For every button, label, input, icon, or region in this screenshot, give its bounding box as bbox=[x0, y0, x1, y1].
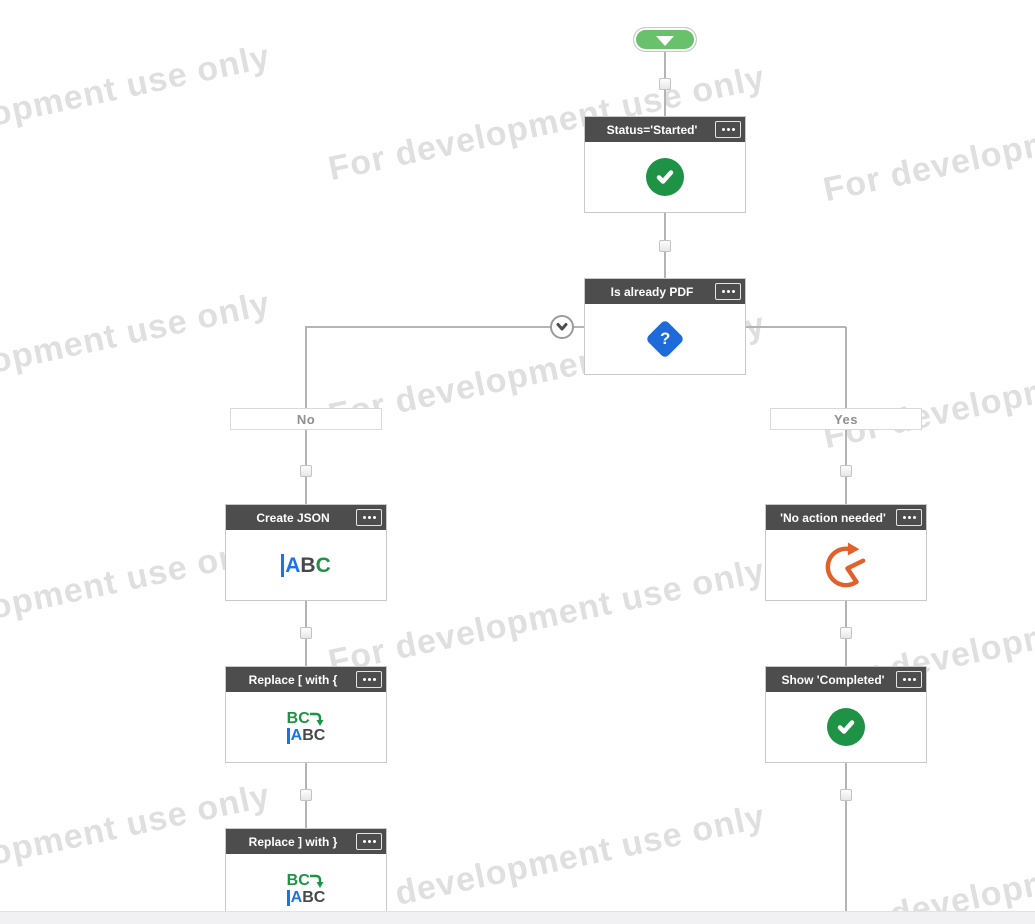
connector-handle[interactable] bbox=[659, 240, 671, 252]
connector-handle[interactable] bbox=[659, 78, 671, 90]
connector-handle[interactable] bbox=[840, 627, 852, 639]
activity-node-show-completed[interactable]: Show 'Completed' bbox=[765, 666, 927, 763]
node-header: Replace [ with { bbox=[226, 667, 386, 692]
watermark-text: For development use only bbox=[0, 284, 274, 414]
node-title: Replace ] with } bbox=[248, 834, 338, 849]
start-node[interactable] bbox=[633, 27, 697, 52]
more-options-button[interactable] bbox=[356, 671, 382, 688]
node-body: ? bbox=[585, 304, 745, 374]
check-circle-icon bbox=[827, 708, 865, 746]
connector bbox=[305, 326, 552, 328]
horizontal-scrollbar[interactable] bbox=[0, 911, 1035, 924]
node-header: Is already PDF bbox=[585, 279, 745, 304]
connector-handle[interactable] bbox=[300, 465, 312, 477]
node-header: Show 'Completed' bbox=[766, 667, 926, 692]
connector-handle[interactable] bbox=[300, 627, 312, 639]
activity-node-is-already-pdf[interactable]: Is already PDF ? bbox=[584, 278, 746, 375]
node-title: Is already PDF bbox=[610, 284, 694, 299]
text-cursor-icon bbox=[281, 553, 285, 577]
retry-icon bbox=[825, 542, 866, 588]
activity-node-status-started[interactable]: Status='Started' bbox=[584, 116, 746, 213]
node-header: 'No action needed' bbox=[766, 505, 926, 530]
node-title: Create JSON bbox=[256, 510, 330, 525]
watermark-text: For development use only bbox=[325, 797, 769, 924]
curve-down-arrow-icon bbox=[309, 712, 324, 726]
watermark-text: For development use only bbox=[820, 79, 1035, 210]
more-options-button[interactable] bbox=[896, 671, 922, 688]
more-options-button[interactable] bbox=[896, 509, 922, 526]
node-title: Status='Started' bbox=[606, 122, 698, 137]
node-header: Status='Started' bbox=[585, 117, 745, 142]
text-cursor-icon bbox=[286, 889, 290, 906]
question-diamond-icon: ? bbox=[645, 319, 685, 359]
more-options-button[interactable] bbox=[715, 283, 741, 300]
connector-handle[interactable] bbox=[840, 789, 852, 801]
more-options-button[interactable] bbox=[356, 509, 382, 526]
node-body bbox=[585, 142, 745, 212]
text-cursor-icon bbox=[286, 727, 290, 744]
connector bbox=[572, 326, 585, 328]
node-header: Create JSON bbox=[226, 505, 386, 530]
connector bbox=[305, 327, 307, 408]
node-header: Replace ] with } bbox=[226, 829, 386, 854]
connector-handle[interactable] bbox=[840, 465, 852, 477]
watermark-text: For development use only bbox=[820, 818, 1035, 924]
connector bbox=[746, 326, 846, 328]
activity-node-no-action-needed[interactable]: 'No action needed' bbox=[765, 504, 927, 601]
connector bbox=[845, 763, 847, 912]
collapse-branch-button[interactable] bbox=[550, 315, 574, 339]
more-options-button[interactable] bbox=[356, 833, 382, 850]
node-body bbox=[766, 692, 926, 762]
chevron-down-icon bbox=[656, 35, 674, 46]
more-options-button[interactable] bbox=[715, 121, 741, 138]
node-title: Show 'Completed' bbox=[781, 672, 885, 687]
node-body bbox=[766, 530, 926, 600]
curve-down-arrow-icon bbox=[309, 874, 324, 888]
node-title: Replace [ with { bbox=[248, 672, 338, 687]
check-circle-icon bbox=[646, 158, 684, 196]
chevron-down-icon bbox=[556, 323, 568, 331]
connector bbox=[845, 327, 847, 408]
connector-handle[interactable] bbox=[300, 789, 312, 801]
branch-label-no: No bbox=[230, 408, 382, 430]
node-title: 'No action needed' bbox=[780, 510, 886, 525]
watermark-text: For development use only bbox=[325, 551, 769, 682]
watermark-text: For development use only bbox=[820, 326, 1035, 457]
branch-label-yes: Yes bbox=[770, 408, 922, 430]
watermark-text: For development use only bbox=[0, 37, 274, 167]
